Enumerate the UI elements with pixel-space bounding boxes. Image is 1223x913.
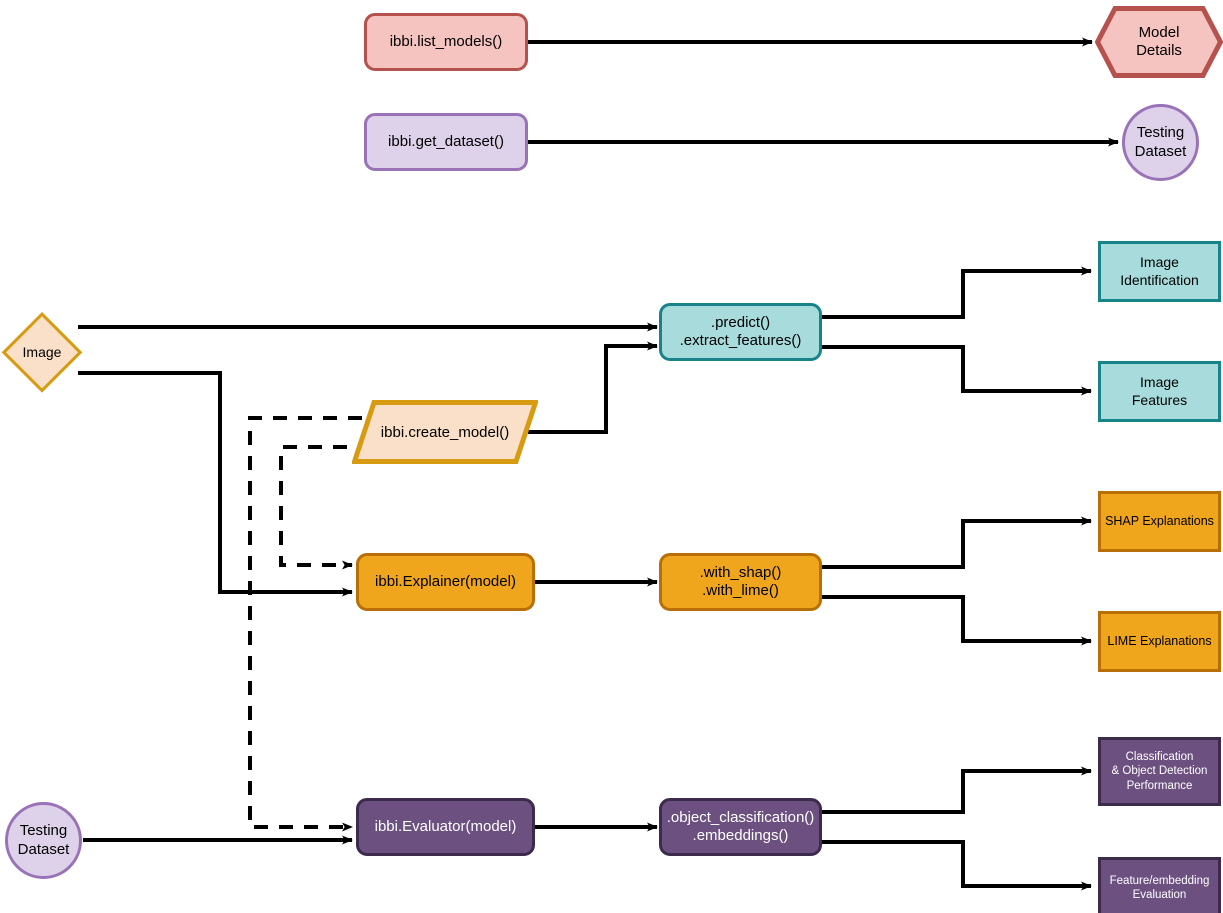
- node-shap-explanations[interactable]: SHAP Explanations: [1098, 491, 1221, 552]
- edge-image-to-explainer: [78, 371, 353, 597]
- node-get-dataset[interactable]: ibbi.get_dataset(): [364, 113, 528, 171]
- node-with-shap-lime-label: .with_shap() .with_lime(): [699, 563, 782, 599]
- node-image-input[interactable]: Image: [2, 312, 82, 392]
- node-evaluator[interactable]: ibbi.Evaluator(model): [356, 798, 535, 856]
- edge-predict-to-image-identification: [822, 266, 1092, 319]
- node-explainer[interactable]: ibbi.Explainer(model): [356, 553, 535, 611]
- node-evaluator-label: ibbi.Evaluator(model): [374, 817, 517, 835]
- node-object-classification-label: .object_classification() .embeddings(): [666, 808, 815, 844]
- node-testing-dataset-output[interactable]: Testing Dataset: [1122, 104, 1199, 181]
- node-image-identification[interactable]: Image Identification: [1098, 241, 1221, 302]
- node-get-dataset-label: ibbi.get_dataset(): [388, 132, 504, 150]
- node-list-models-label: ibbi.list_models(): [389, 32, 503, 50]
- node-feature-embedding-evaluation[interactable]: Feature/embedding Evaluation: [1098, 857, 1221, 913]
- node-lime-explanations[interactable]: LIME Explanations: [1098, 611, 1221, 672]
- edge-shap-to-shap-explanations: [822, 516, 1092, 569]
- node-testing-dataset-input[interactable]: Testing Dataset: [5, 802, 82, 879]
- node-explainer-label: ibbi.Explainer(model): [375, 572, 516, 590]
- edge-create-model-to-predict: [528, 341, 658, 434]
- node-create-model[interactable]: ibbi.create_model(): [351, 400, 539, 464]
- node-image-input-label: Image: [22, 344, 62, 360]
- node-with-shap-lime[interactable]: .with_shap() .with_lime(): [659, 553, 822, 611]
- edge-lime-to-lime-explanations: [822, 595, 1092, 646]
- node-classification-performance-label: Classification & Object Detection Perfor…: [1111, 751, 1208, 792]
- node-list-models[interactable]: ibbi.list_models(): [364, 13, 528, 71]
- node-create-model-label: ibbi.create_model(): [380, 423, 510, 441]
- node-model-details[interactable]: Model Details: [1094, 6, 1223, 78]
- edge-embeddings-to-feature-evaluation: [822, 840, 1092, 891]
- edge-create-model-to-evaluator-dashed: [248, 416, 362, 832]
- hexagon-shape: [1094, 6, 1223, 78]
- node-feature-embedding-evaluation-label: Feature/embedding Evaluation: [1109, 874, 1210, 901]
- node-image-features[interactable]: Image Features: [1098, 361, 1221, 422]
- node-testing-dataset-output-label: Testing Dataset: [1134, 124, 1187, 160]
- node-model-details-label: Model Details: [1136, 23, 1182, 59]
- node-predict-label: .predict() .extract_features(): [679, 313, 802, 349]
- node-predict[interactable]: .predict() .extract_features(): [659, 303, 822, 361]
- edge-object-classification-to-performance: [822, 766, 1092, 814]
- node-classification-performance[interactable]: Classification & Object Detection Perfor…: [1098, 737, 1221, 806]
- edge-create-model-to-explainer-dashed: [279, 445, 372, 570]
- node-image-features-label: Image Features: [1131, 374, 1188, 408]
- node-shap-explanations-label: SHAP Explanations: [1105, 513, 1214, 528]
- node-image-identification-label: Image Identification: [1120, 254, 1199, 288]
- node-lime-explanations-label: LIME Explanations: [1107, 633, 1212, 648]
- edge-predict-to-image-features: [822, 345, 1092, 396]
- node-testing-dataset-input-label: Testing Dataset: [17, 822, 70, 858]
- node-object-classification[interactable]: .object_classification() .embeddings(): [659, 798, 822, 856]
